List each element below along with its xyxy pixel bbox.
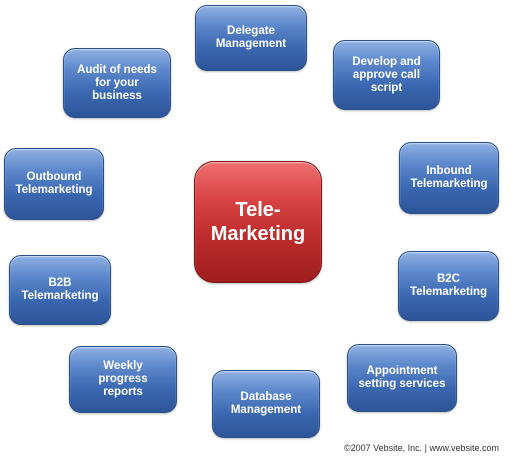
node-appointment-setting-label: Appointment setting services: [358, 365, 446, 390]
node-center-telemarketing-box: Tele- Marketing: [194, 161, 322, 283]
center-title: Tele- Marketing: [210, 199, 306, 245]
node-develop-call-script-label: Develop and approve call script: [352, 55, 421, 94]
node-b2c-telemarketing-label: B2C Telemarketing: [409, 273, 488, 298]
node-b2b-telemarketing-box: B2B Telemarketing: [9, 255, 111, 325]
node-b2c-telemarketing: B2C Telemarketing B2C Telemarketing: [398, 251, 499, 347]
node-inbound-telemarketing-label: Inbound Telemarketing: [410, 165, 488, 190]
node-weekly-progress-reports-label: Weekly progress reports: [98, 360, 148, 398]
node-database-management-label: Database Management: [230, 391, 302, 416]
node-delegate-management-reflection: Delegate Management: [195, 73, 307, 93]
node-center-telemarketing: Tele- Marketing: [194, 161, 322, 285]
node-inbound-telemarketing-reflection: Inbound Telemarketing: [399, 216, 499, 234]
node-audit-of-needs-reflection: Audit of needs for your business: [63, 120, 171, 138]
node-develop-call-script-reflection: Develop and approve call script: [333, 112, 440, 130]
node-appointment-setting-reflection: Appointment setting services: [347, 414, 457, 432]
node-outbound-telemarketing-reflection: Outbound Telemarketing: [4, 222, 104, 240]
node-delegate-management-label: Delegate Management: [215, 25, 287, 50]
node-audit-of-needs: Audit of needs for your business Audit o…: [63, 48, 171, 144]
node-database-management-reflection: Database Management: [212, 440, 320, 456]
node-delegate-management: Delegate Management Delegate Management: [195, 5, 307, 101]
node-inbound-telemarketing: Inbound Telemarketing Inbound Telemarket…: [399, 142, 499, 238]
node-b2b-telemarketing-reflection: B2B Telemarketing: [9, 327, 111, 345]
node-weekly-progress-reports-box: Weekly progress reports: [69, 346, 177, 413]
node-database-management: Database Management Database Management: [212, 370, 320, 459]
node-appointment-setting-box: Appointment setting services: [347, 344, 457, 412]
node-b2c-telemarketing-reflection: B2C Telemarketing: [398, 323, 499, 341]
node-audit-of-needs-box: Audit of needs for your business: [63, 48, 171, 118]
node-audit-of-needs-label: Audit of needs for your business: [77, 63, 157, 102]
node-delegate-management-box: Delegate Management: [195, 5, 307, 71]
node-outbound-telemarketing-box: Outbound Telemarketing: [4, 148, 104, 220]
node-b2b-telemarketing: B2B Telemarketing B2B Telemarketing: [9, 255, 111, 351]
node-develop-call-script-box: Develop and approve call script: [333, 40, 440, 110]
node-weekly-progress-reports-reflection: Weekly progress reports: [69, 415, 177, 435]
node-weekly-progress-reports: Weekly progress reports Weekly progress …: [69, 346, 177, 442]
node-database-management-box: Database Management: [212, 370, 320, 438]
node-outbound-telemarketing-label: Outbound Telemarketing: [15, 171, 93, 196]
footer-copyright: ©2007 Vebsite, Inc. | www.vebsite.com: [344, 443, 500, 453]
node-b2c-telemarketing-box: B2C Telemarketing: [398, 251, 499, 321]
node-b2b-telemarketing-label: B2B Telemarketing: [21, 277, 99, 302]
node-inbound-telemarketing-box: Inbound Telemarketing: [399, 142, 499, 214]
node-outbound-telemarketing: Outbound Telemarketing Outbound Telemark…: [4, 148, 104, 244]
node-appointment-setting: Appointment setting services Appointment…: [347, 344, 457, 440]
node-develop-call-script: Develop and approve call script Develop …: [333, 40, 440, 136]
